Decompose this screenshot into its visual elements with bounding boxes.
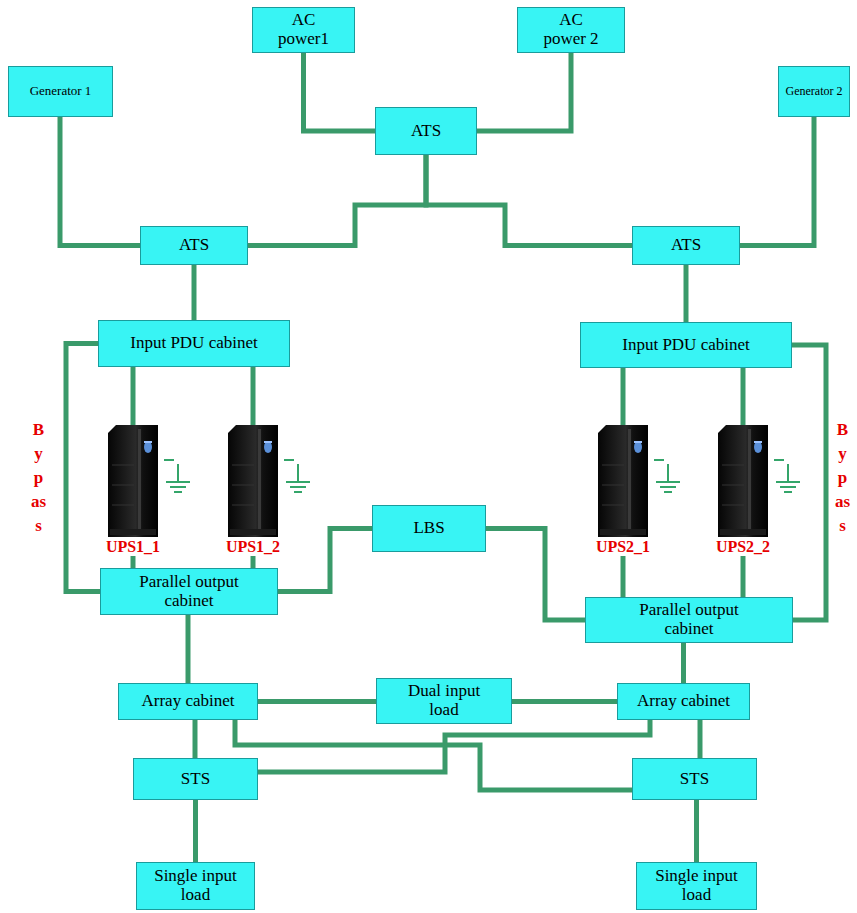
ups-cabinet (108, 425, 158, 537)
equipment-box: Input PDU cabinet (580, 322, 792, 368)
power-cable (131, 556, 136, 568)
box-label: Single input load (146, 867, 246, 904)
power-cable (235, 720, 632, 790)
ups-cabinet (598, 425, 648, 537)
box-label: Single input load (647, 867, 747, 904)
equipment-box: STS (133, 758, 258, 800)
power-cable (258, 699, 376, 704)
power-cable (131, 367, 136, 425)
box-label: AC power1 (274, 11, 334, 48)
ups-cabinet (228, 425, 278, 537)
ground-symbol (654, 460, 680, 492)
power-cable (486, 529, 585, 621)
box-label: Parallel output cabinet (124, 573, 254, 610)
equipment-box: STS (632, 758, 757, 800)
box-label: AC power 2 (536, 11, 606, 48)
box-label: Generator 1 (30, 84, 92, 98)
equipment-box: ATS (140, 226, 248, 265)
power-cable (694, 800, 699, 862)
ground-symbol (164, 460, 190, 492)
box-label: Generator 2 (786, 85, 843, 98)
ups-cabinet (718, 425, 768, 537)
box-label: Dual input load (392, 682, 497, 719)
box-label: STS (680, 770, 709, 789)
power-cable (248, 155, 426, 246)
power-cable (186, 615, 191, 683)
equipment-box: Generator 2 (778, 66, 850, 117)
power-cable (741, 368, 746, 425)
power-cable (251, 367, 256, 425)
ups-unit: UPS2_1 (587, 425, 660, 556)
equipment-box: LBS (372, 505, 486, 552)
box-label: Array cabinet (637, 692, 730, 711)
equipment-box: Single input load (136, 862, 255, 910)
box-label: ATS (671, 236, 701, 255)
power-cable (251, 556, 256, 568)
power-cable (512, 699, 617, 704)
ups-unit: UPS2_2 (707, 425, 780, 556)
bypass-label: Bypass (30, 418, 47, 538)
box-label: Input PDU cabinet (130, 334, 257, 353)
unit-label: UPS2_1 (594, 538, 652, 556)
power-cable (684, 265, 689, 322)
equipment-box: Parallel output cabinet (585, 597, 793, 643)
power-cable (278, 529, 372, 592)
power-cable (66, 344, 100, 592)
ground-symbol (774, 460, 800, 492)
power-cable (792, 345, 826, 620)
box-label: LBS (413, 519, 444, 538)
equipment-box: Array cabinet (118, 683, 258, 720)
equipment-box: Parallel output cabinet (100, 568, 278, 615)
power-cable (681, 643, 686, 683)
power-cable (740, 117, 814, 246)
power-cable (698, 720, 703, 758)
unit-label: UPS2_2 (714, 538, 772, 556)
ups-unit: UPS1_2 (217, 425, 290, 556)
equipment-box: Input PDU cabinet (98, 320, 290, 367)
box-label: ATS (179, 236, 209, 255)
box-label: Input PDU cabinet (622, 336, 749, 355)
unit-label: UPS1_1 (104, 538, 162, 556)
power-cable (304, 53, 376, 131)
equipment-box: ATS (632, 226, 740, 265)
power-cable (193, 800, 198, 862)
bypass-label: Bypass (834, 418, 851, 538)
unit-label: UPS1_2 (224, 538, 282, 556)
equipment-box: Array cabinet (617, 683, 750, 720)
equipment-box: Generator 1 (8, 66, 113, 117)
equipment-box: Single input load (636, 862, 757, 910)
equipment-box: Dual input load (376, 678, 512, 724)
power-cable (621, 556, 626, 597)
equipment-box: ATS (375, 107, 477, 155)
power-cable (741, 556, 746, 597)
power-cable (192, 265, 197, 320)
ups-unit: UPS1_1 (97, 425, 170, 556)
equipment-box: AC power1 (252, 7, 355, 53)
box-label: Parallel output cabinet (624, 601, 754, 638)
power-cable (477, 53, 571, 131)
power-cable (193, 720, 198, 758)
power-cable (621, 368, 626, 425)
equipment-box: AC power 2 (517, 7, 625, 53)
power-cable (60, 117, 140, 246)
box-label: ATS (411, 122, 441, 141)
box-label: STS (181, 770, 210, 789)
ground-symbol (284, 460, 310, 492)
box-label: Array cabinet (142, 692, 235, 711)
power-cable (426, 155, 632, 246)
